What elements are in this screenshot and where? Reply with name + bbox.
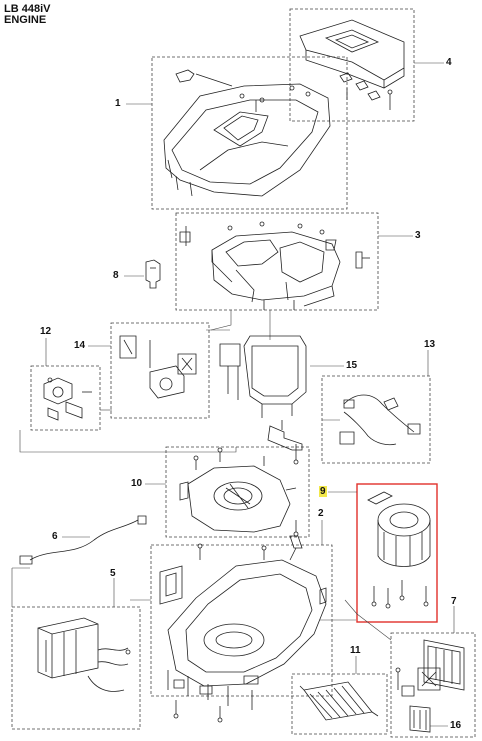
group-box-10 [165, 446, 310, 538]
fan-assembly-part [119, 335, 197, 399]
callout-13: 13 [424, 339, 436, 350]
callout-8: 8 [113, 270, 119, 281]
callout-1: 1 [115, 98, 121, 109]
callout-4: 4 [446, 57, 452, 68]
chassis-frame-part [179, 221, 370, 310]
callout-6: 6 [52, 531, 58, 542]
callout-9-label: 9 [319, 486, 327, 497]
callout-2: 2 [318, 508, 324, 519]
motor-housing-part [179, 447, 299, 537]
group-box-2 [150, 544, 333, 697]
section-title: ENGINE [4, 14, 47, 26]
top-cover-part [299, 19, 405, 110]
group-box-13 [321, 375, 431, 464]
callout-12: 12 [40, 326, 52, 337]
lower-chassis-part [159, 535, 327, 723]
filter-assembly-part [395, 639, 465, 733]
clip-part-8 [145, 259, 161, 289]
callout-16: 16 [450, 720, 462, 731]
wiring-harness-part [339, 394, 421, 446]
callout-11: 11 [350, 645, 361, 656]
group-box-4 [289, 8, 415, 122]
inner-frame-part [219, 335, 307, 465]
group-box-12 [30, 365, 101, 431]
callout-9: 9 [319, 486, 327, 497]
main-motor-part [367, 491, 431, 609]
cable-part [19, 515, 147, 565]
callout-15: 15 [346, 360, 358, 371]
group-box-14 [110, 322, 210, 419]
model-title: LB 448iV [4, 3, 51, 15]
small-motor-part [43, 377, 92, 421]
group-box-1 [151, 56, 348, 210]
callout-7: 7 [451, 596, 457, 607]
grille-part-11 [299, 681, 379, 721]
callout-3: 3 [415, 230, 421, 241]
highlight-box-9 [356, 483, 438, 623]
group-box-7 [390, 632, 476, 738]
callout-10: 10 [131, 478, 143, 489]
group-box-3 [175, 212, 379, 311]
callout-14: 14 [74, 340, 86, 351]
body-shell-part [163, 69, 331, 197]
power-pack-part [37, 617, 131, 692]
callout-5: 5 [110, 568, 116, 579]
group-box-11 [291, 673, 388, 735]
